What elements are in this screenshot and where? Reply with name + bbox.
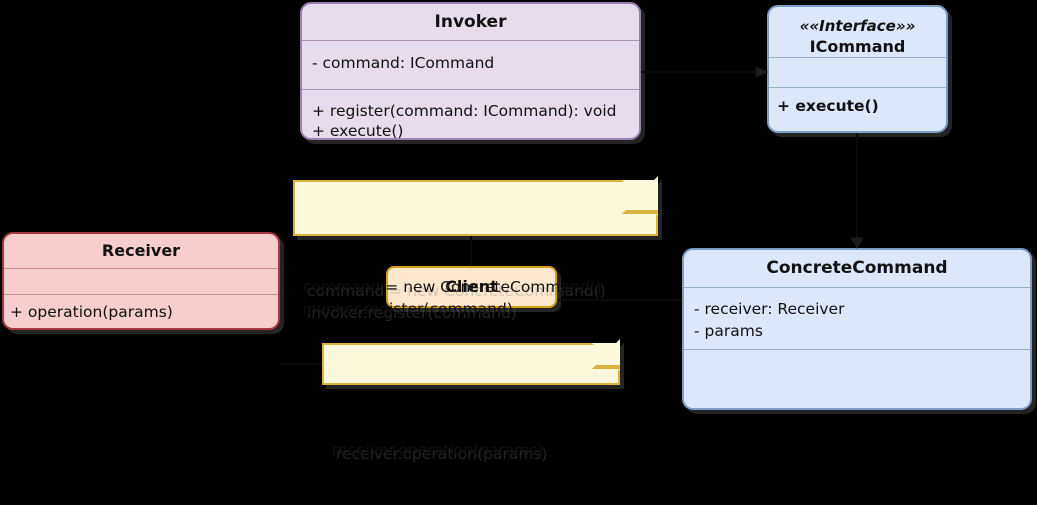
class-box-concretecommand[interactable]: ConcreteCommand - receiver: Receiver - p… <box>682 248 1032 410</box>
uml-diagram-canvas: Invoker - command: ICommand + register(c… <box>2 2 1032 459</box>
class-name-icommand: ICommand <box>809 37 906 56</box>
class-box-receiver[interactable]: Receiver + operation(params) <box>2 232 280 330</box>
class-name-invoker: Invoker <box>434 12 507 32</box>
class-operations-invoker: + register(command: ICommand): void + ex… <box>302 89 639 138</box>
class-operations-receiver: + operation(params) <box>4 294 278 321</box>
class-box-invoker[interactable]: Invoker - command: ICommand + register(c… <box>300 2 641 140</box>
class-box-client[interactable]: Client <box>386 266 557 308</box>
note-text: command = new ConcreteCommand() invoker.… <box>303 278 602 318</box>
arrowhead-concretecommand <box>850 237 864 249</box>
note-background <box>322 343 620 385</box>
class-attributes-concretecommand: - receiver: Receiver - params <box>684 287 1030 349</box>
note-fold-corner-icon <box>622 176 658 214</box>
note-background <box>293 180 658 236</box>
class-name-concretecommand: ConcreteCommand <box>766 258 948 278</box>
class-attributes-icommand <box>769 57 946 87</box>
note-text: receiver.operation(params) <box>332 441 544 459</box>
operation-constructor: + ConcreteCommand(receiver, params) <box>694 404 1030 408</box>
note-receiver-call[interactable]: receiver.operation(params) <box>322 339 620 459</box>
class-attributes-invoker: - command: ICommand <box>302 40 639 89</box>
arrowhead-icommand <box>755 66 769 78</box>
class-operations-concretecommand: + ConcreteCommand(receiver, params) + ex… <box>684 349 1030 408</box>
class-name-receiver: Receiver <box>101 241 181 260</box>
class-attributes-receiver <box>4 268 278 294</box>
class-operations-icommand: + execute() <box>769 87 946 115</box>
stereotype-interface: ««Interface»» <box>799 17 916 35</box>
note-fold-corner-icon <box>592 339 620 369</box>
class-box-icommand[interactable]: ««Interface»» ICommand + execute() <box>767 5 948 133</box>
note-client-creates[interactable]: command = new ConcreteCommand() invoker.… <box>293 176 658 318</box>
